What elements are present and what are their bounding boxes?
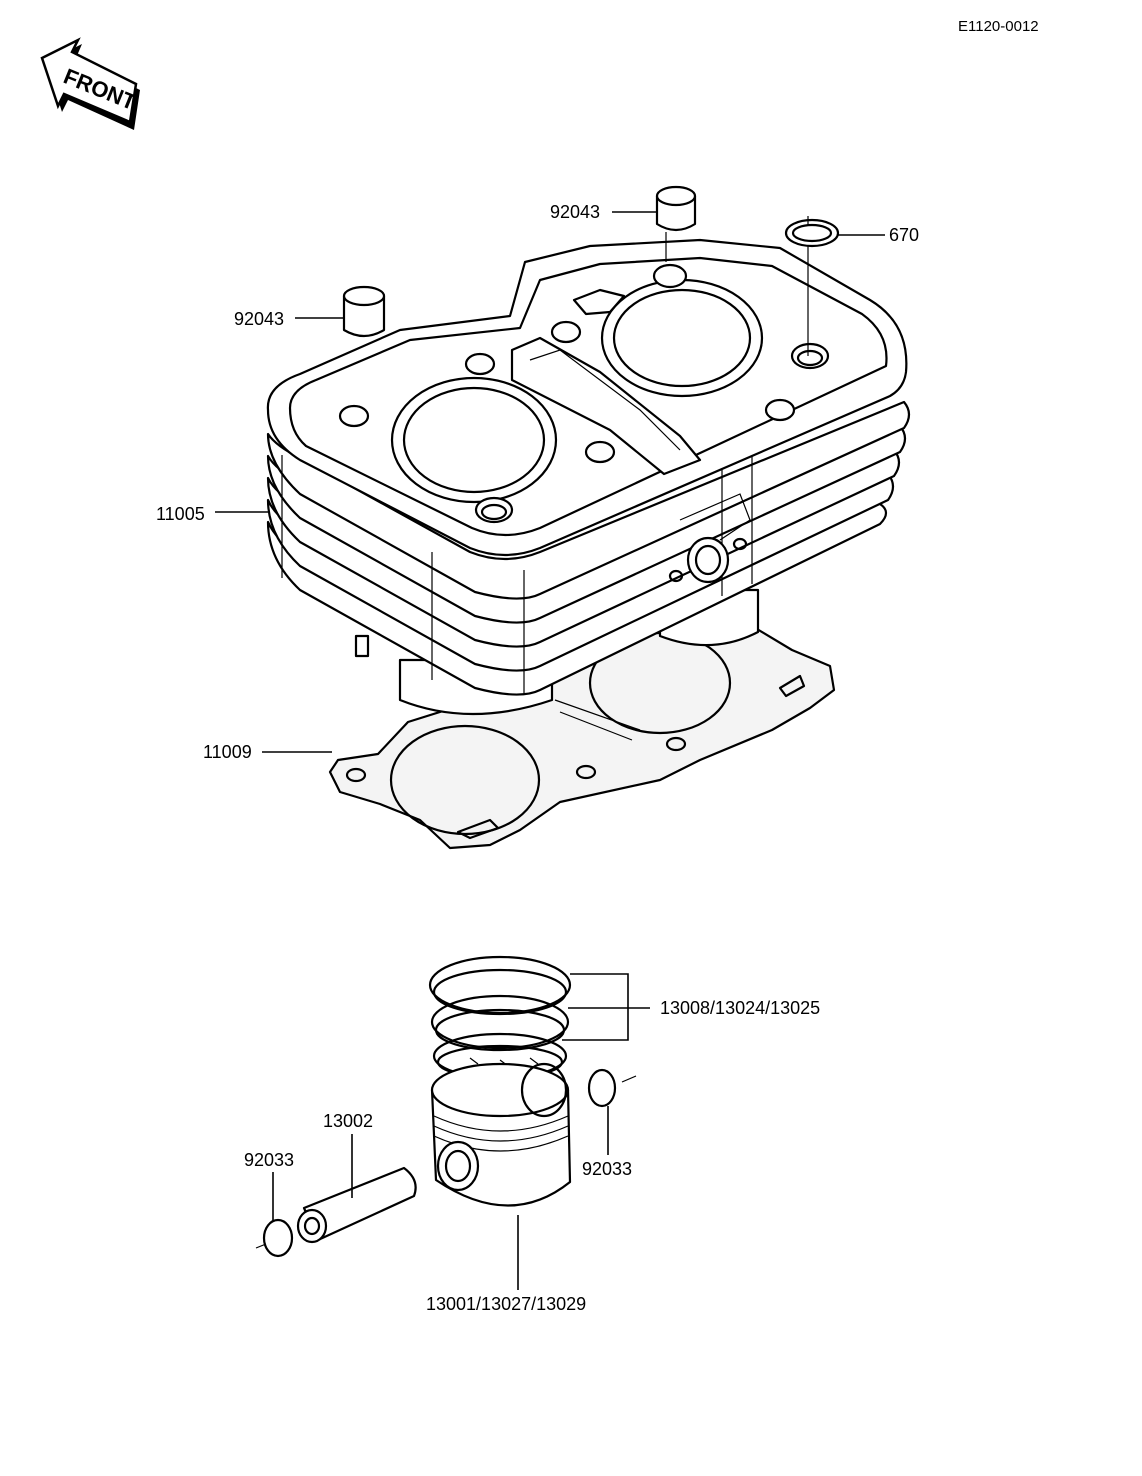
label-o-ring: 670 <box>889 225 919 245</box>
cylinder-block-drawing <box>266 238 911 850</box>
leader-lines <box>215 211 885 1290</box>
circlip-left-drawing <box>255 1218 294 1258</box>
label-dowel-left: 92043 <box>234 309 284 329</box>
o-ring-drawing <box>665 216 840 356</box>
front-arrow-icon: FRONT <box>40 37 140 130</box>
label-cylinder: 11005 <box>156 504 205 524</box>
piston-drawing <box>430 1062 572 1207</box>
label-base-gasket: 11009 <box>203 742 252 762</box>
dowel-pin-top-drawing <box>655 185 697 232</box>
piston-pin-drawing <box>296 1166 417 1244</box>
label-piston-rings: 13008/13024/13025 <box>660 998 820 1018</box>
document-code: E1120-0012 <box>958 18 1039 35</box>
label-circlip-right: 92033 <box>582 1159 632 1179</box>
piston-rings-drawing <box>428 955 572 1080</box>
dowel-pin-left-drawing <box>342 285 386 338</box>
label-dowel-top: 92043 <box>550 202 600 222</box>
circlip-right-drawing <box>587 1068 637 1108</box>
label-piston: 13001/13027/13029 <box>426 1294 586 1314</box>
label-piston-pin: 13002 <box>323 1111 373 1131</box>
label-circlip-left: 92033 <box>244 1150 294 1170</box>
